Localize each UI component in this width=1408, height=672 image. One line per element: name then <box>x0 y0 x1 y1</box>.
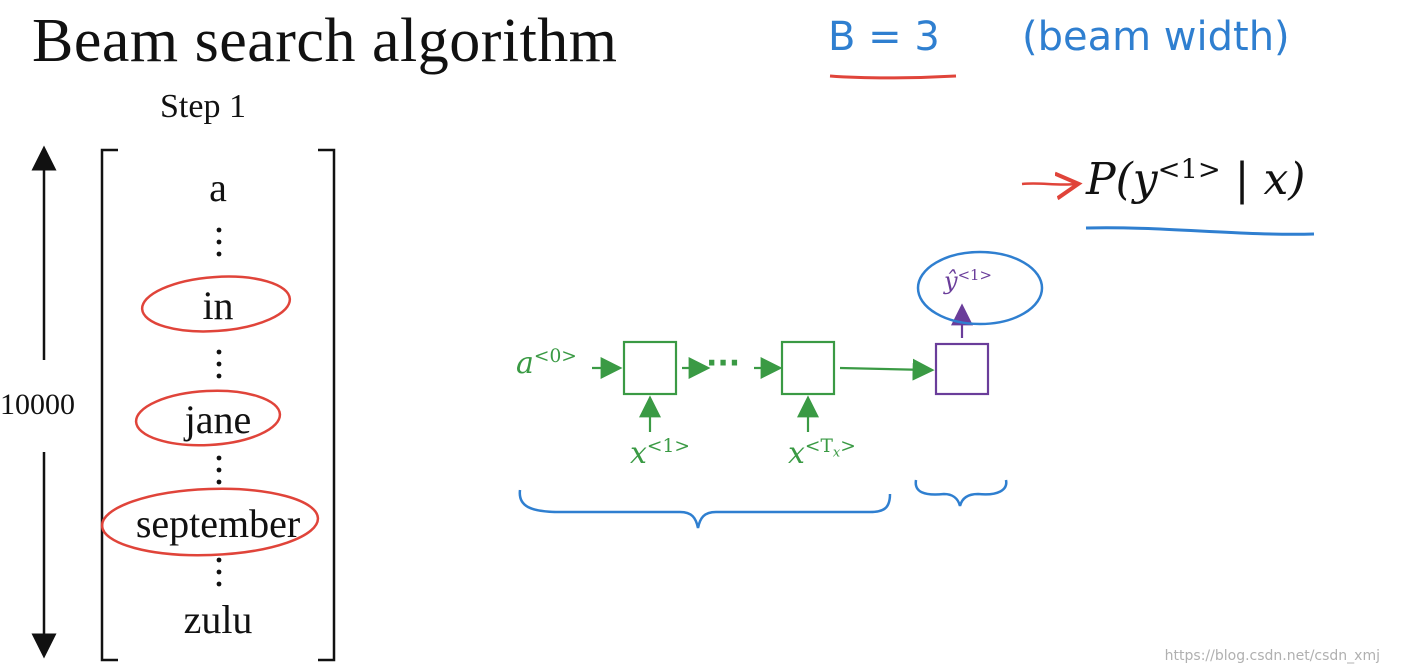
vector-bracket-right <box>318 148 336 662</box>
circle-in <box>140 275 292 333</box>
xT-sup-prefix: <T <box>804 436 833 457</box>
x1-base: x <box>630 436 647 471</box>
y-hat-circle <box>916 250 1044 326</box>
cellT-to-decoder-arrow <box>839 358 935 381</box>
vertical-ellipsis-3 <box>216 455 222 485</box>
xT-label: x<Tx> <box>788 436 856 471</box>
vocab-word-in: in <box>202 283 234 328</box>
decoder-cell-1 <box>934 342 990 396</box>
vocab-word-zulu: zulu <box>183 597 253 642</box>
a0-base: a <box>516 346 534 381</box>
encoder-cell-T <box>780 340 836 396</box>
beam-width-equation: B = 3 <box>828 14 940 60</box>
vocab-size-label: 10000 <box>0 388 75 421</box>
y-hat-label: ŷ<1> <box>944 266 992 295</box>
decoder-brace <box>914 479 1008 507</box>
vocab-word-september: september <box>135 501 301 546</box>
vocab-word-a: a <box>209 165 227 210</box>
vector-bracket-left <box>100 148 118 662</box>
vertical-ellipsis-2 <box>216 349 222 379</box>
a0-sup: <0> <box>533 346 577 367</box>
vertical-ellipsis-4 <box>216 557 222 587</box>
beam-underline <box>829 74 957 80</box>
y-hat-base: ŷ <box>944 267 958 295</box>
probability-expression: P(y<1> | x) <box>1086 154 1305 205</box>
encoder-cell-1 <box>622 340 678 396</box>
ellipsis-dots: ··· <box>706 346 741 381</box>
vertical-ellipsis-1 <box>216 227 222 257</box>
xT-sub: x <box>832 445 841 461</box>
probability-pointer-arrow <box>1021 183 1076 184</box>
xT-sup: <Tx> <box>804 436 856 461</box>
slide-title: Beam search algorithm <box>32 7 618 75</box>
vocab-word-jane: jane <box>184 397 252 442</box>
probability-sup: <1> <box>1157 154 1221 186</box>
x1-label: x<1> <box>630 436 690 471</box>
xT-base: x <box>788 436 805 471</box>
probability-lhs: P(y <box>1086 154 1158 205</box>
circle-jane <box>134 389 282 447</box>
beam-width-note: (beam width) <box>1022 14 1290 60</box>
probability-rhs: | x) <box>1220 154 1306 205</box>
y-hat-sup: <1> <box>957 266 992 284</box>
circle-september <box>100 487 320 557</box>
x1-sup: <1> <box>646 436 690 457</box>
probability-underline <box>1085 226 1315 236</box>
a0-label: a<0> <box>516 346 577 381</box>
step-label: Step 1 <box>160 88 246 125</box>
xT-sup-suffix: > <box>840 436 856 457</box>
watermark: https://blog.csdn.net/csdn_xmj <box>1164 648 1380 664</box>
encoder-brace <box>518 489 892 529</box>
